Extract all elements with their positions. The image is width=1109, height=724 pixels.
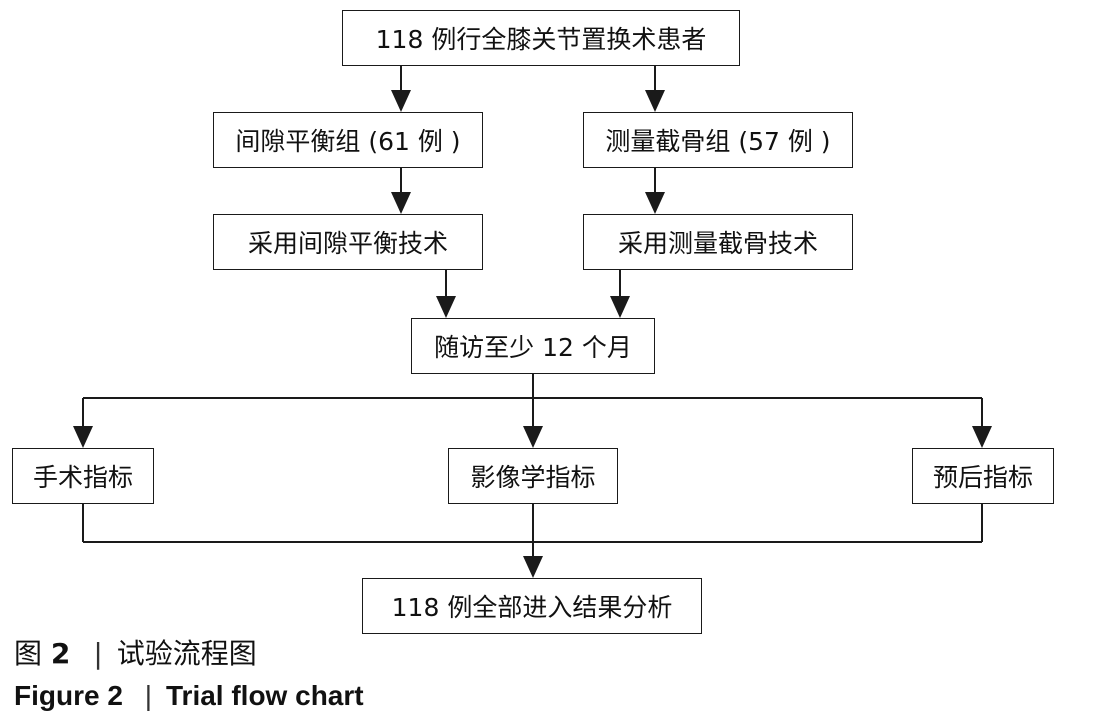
caption-cn-label: 图 [14, 637, 43, 670]
arrowhead-followup-right [610, 296, 630, 318]
caption-english: Figure 2 | Trial flow chart [14, 680, 364, 712]
final-label: 118 例全部进入结果分析 [391, 593, 673, 622]
caption-en-label: Figure 2 [14, 680, 123, 711]
outcome-right-label: 预后指标 [932, 463, 1033, 492]
arrowhead-outcome-center [523, 426, 543, 448]
caption-cn-title: 试验流程图 [116, 637, 257, 670]
start-box-label: 118 例行全膝关节置换术患者 [375, 25, 707, 54]
final-box: 118 例全部进入结果分析 [362, 578, 702, 634]
caption-en-separator: | [144, 680, 152, 711]
arrowhead-group-right [645, 90, 665, 112]
outcome-left-box: 手术指标 [12, 448, 154, 504]
caption-chinese: 图 2 | 试验流程图 [14, 632, 257, 672]
method-left-label: 采用间隙平衡技术 [247, 229, 448, 258]
method-right-label: 采用测量截骨技术 [617, 229, 818, 258]
arrowhead-group-left [391, 90, 411, 112]
caption-cn-separator: | [93, 637, 103, 670]
outcome-center-box: 影像学指标 [448, 448, 618, 504]
arrowhead-outcome-right [972, 426, 992, 448]
arrowhead-method-right [645, 192, 665, 214]
group-right-label: 测量截骨组 (57 例 ) [605, 127, 831, 156]
arrowhead-followup-left [436, 296, 456, 318]
outcome-left-label: 手术指标 [32, 463, 133, 492]
caption-cn-number: 2 [50, 637, 71, 670]
caption-en-title: Trial flow chart [165, 680, 364, 711]
method-left-box: 采用间隙平衡技术 [213, 214, 483, 270]
outcome-right-box: 预后指标 [912, 448, 1054, 504]
outcome-center-label: 影像学指标 [470, 463, 596, 492]
arrowhead-final [523, 556, 543, 578]
followup-box: 随访至少 12 个月 [411, 318, 655, 374]
group-left-box: 间隙平衡组 (61 例 ) [213, 112, 483, 168]
arrowhead-outcome-left [73, 426, 93, 448]
group-left-label: 间隙平衡组 (61 例 ) [235, 127, 461, 156]
group-right-box: 测量截骨组 (57 例 ) [583, 112, 853, 168]
start-box: 118 例行全膝关节置换术患者 [342, 10, 740, 66]
method-right-box: 采用测量截骨技术 [583, 214, 853, 270]
followup-label: 随访至少 12 个月 [434, 333, 632, 362]
arrowhead-method-left [391, 192, 411, 214]
